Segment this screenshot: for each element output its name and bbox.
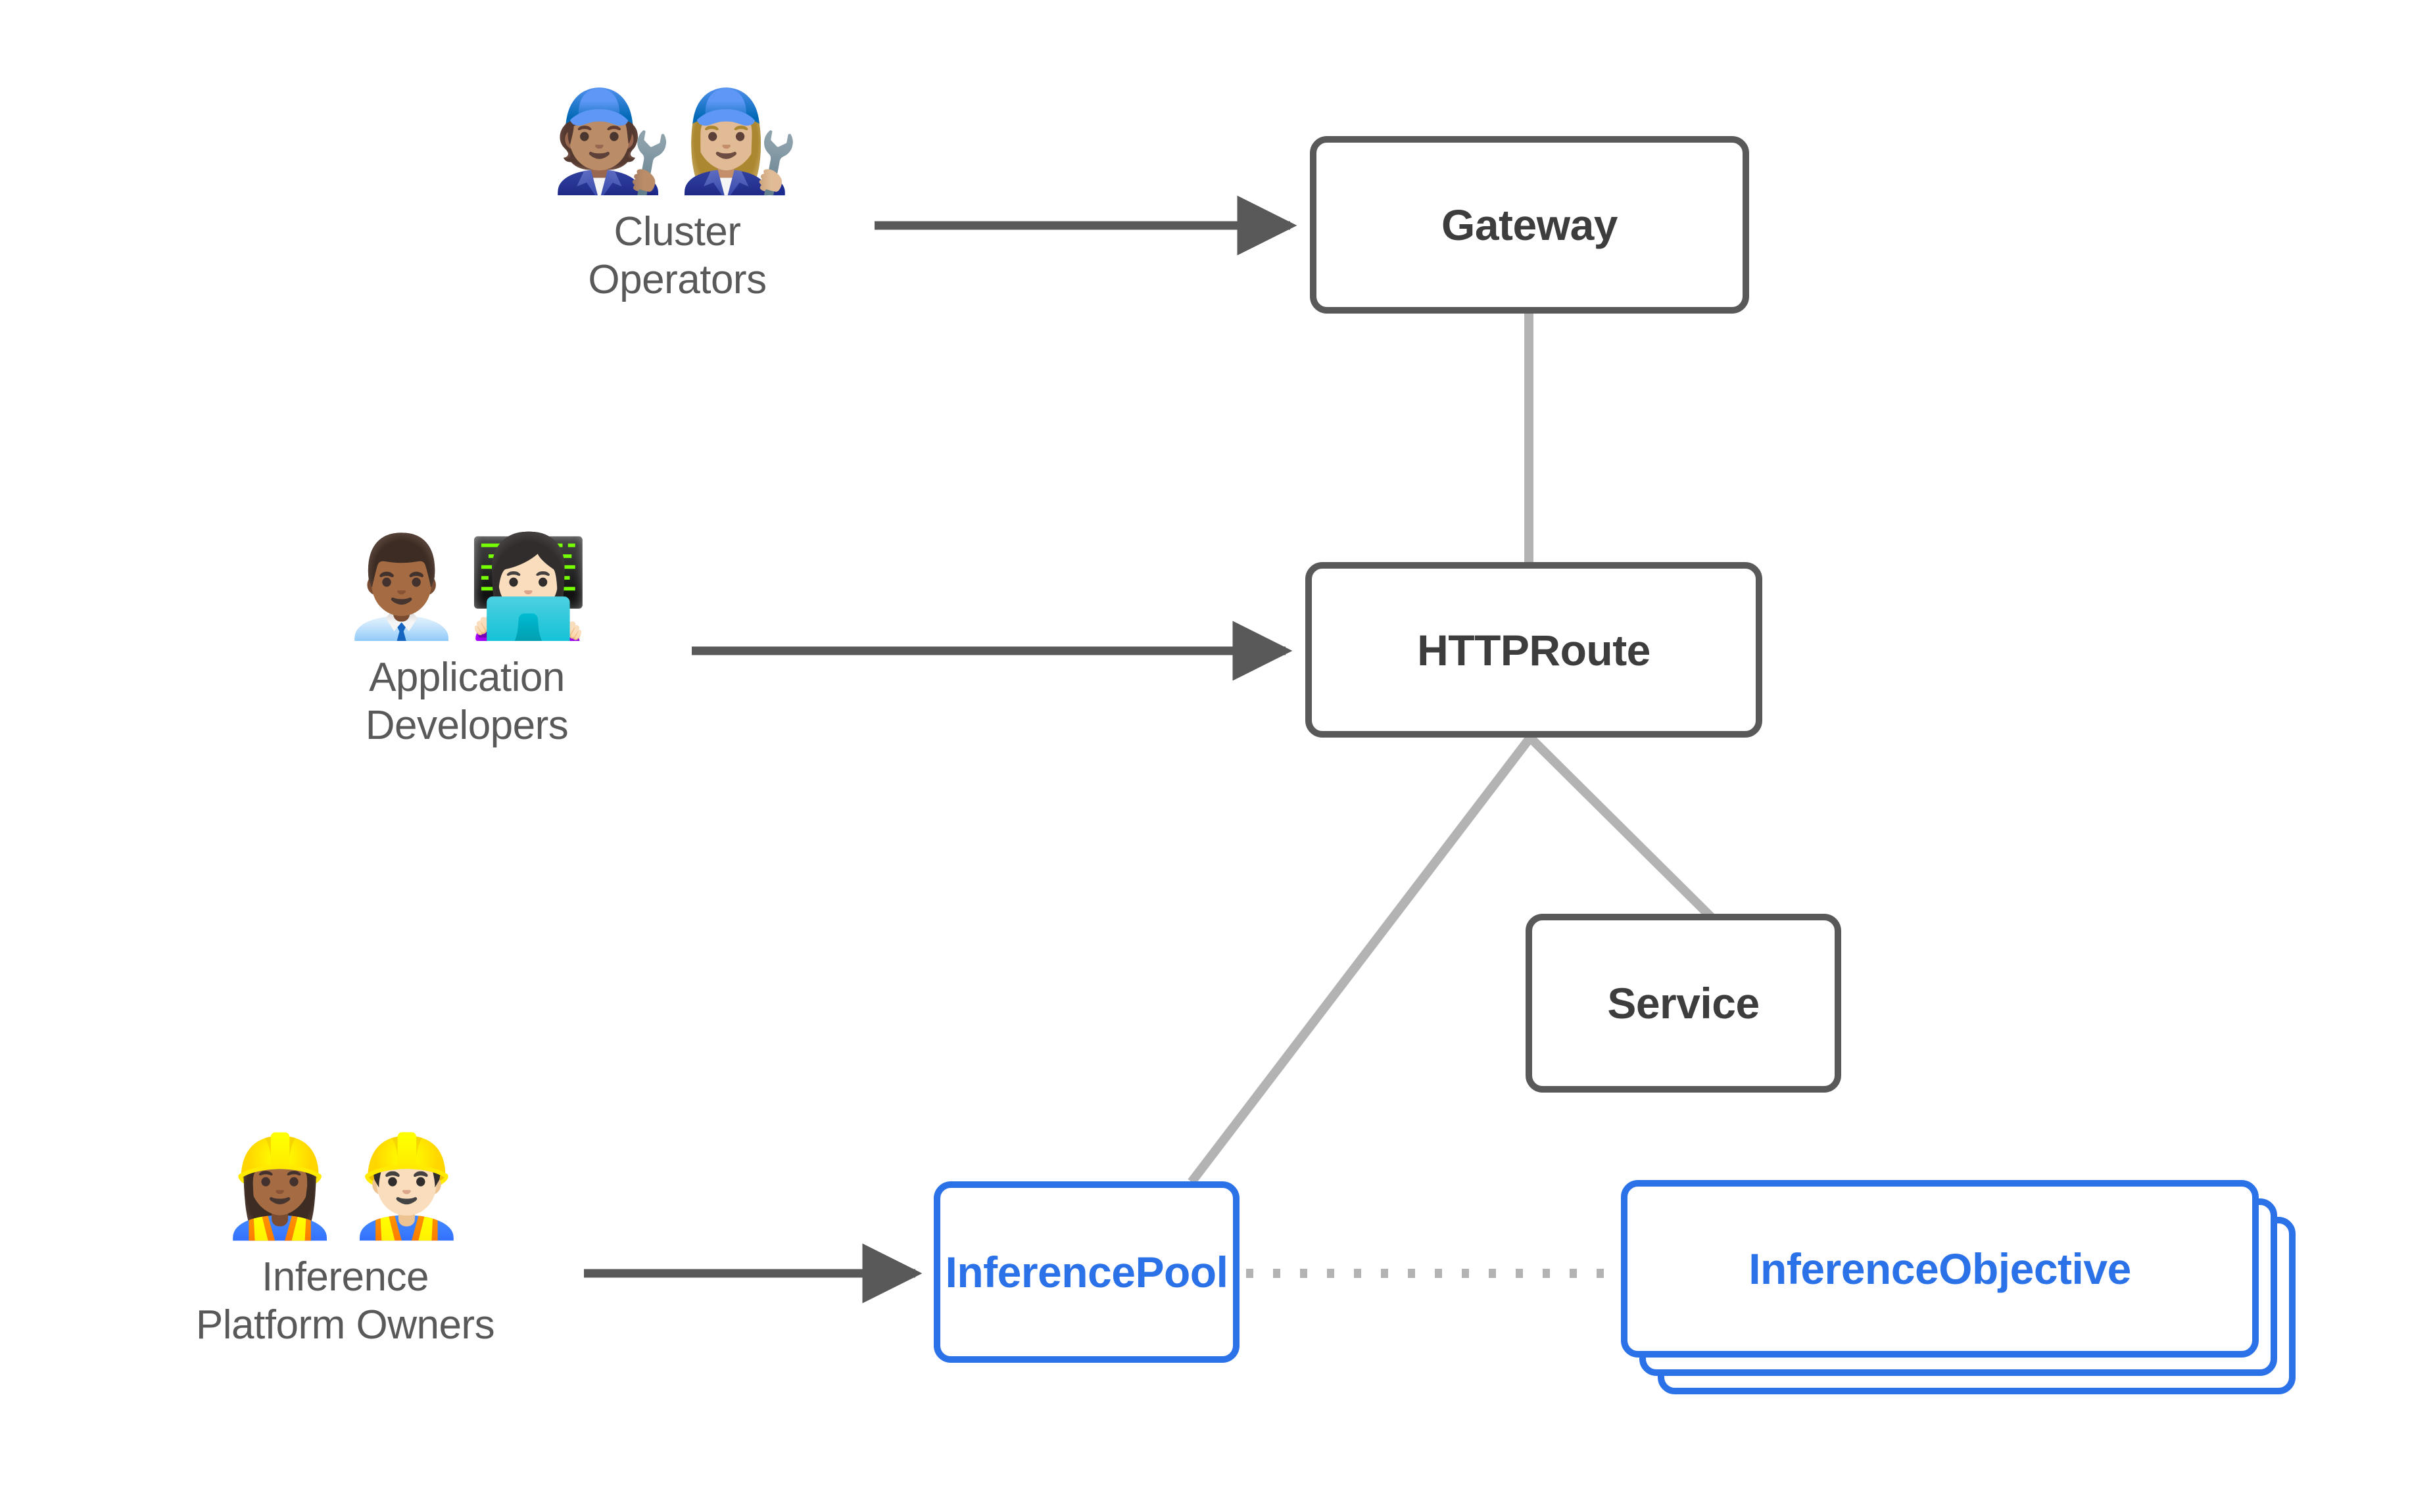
inference-platform-owners-label: Inference Platform Owners	[195, 1254, 495, 1348]
node-service[interactable]: Service	[1526, 914, 1841, 1093]
node-inferencepool[interactable]: InferencePool	[934, 1181, 1240, 1363]
edge-httproute-to-inferencepool	[1188, 734, 1534, 1185]
cluster-operators-label: Cluster Operators	[588, 209, 767, 303]
node-inferenceobjective-label: InferenceObjective	[1748, 1244, 2131, 1293]
node-gateway[interactable]: Gateway	[1310, 136, 1749, 314]
node-service-label: Service	[1607, 979, 1760, 1028]
actor-cluster-operators: 🧑🏽‍🔧👩🏼‍🔧 Cluster Operators	[546, 92, 809, 304]
node-inferencepool-label: InferencePool	[945, 1248, 1228, 1296]
application-developers-emoji: 👨🏾‍💼👩🏻‍💻	[340, 530, 594, 644]
node-httproute-label: HTTPRoute	[1417, 625, 1650, 674]
actor-inference-platform-owners: 👷🏾‍♀️👷🏻‍♂️ Inference Platform Owners	[141, 1137, 549, 1349]
inference-platform-owners-emoji: 👷🏾‍♀️👷🏻‍♂️	[218, 1129, 472, 1244]
node-gateway-label: Gateway	[1441, 201, 1618, 249]
node-inferenceobjective-stack[interactable]: InferenceObjective	[1621, 1180, 2298, 1397]
actor-application-developers: 👨🏾‍💼👩🏻‍💻 Application Developers	[316, 538, 618, 749]
node-inferenceobjective[interactable]: InferenceObjective	[1621, 1180, 2259, 1358]
cluster-operators-emoji: 🧑🏽‍🔧👩🏼‍🔧	[550, 84, 804, 199]
node-httproute[interactable]: HTTPRoute	[1305, 562, 1762, 738]
application-developers-label: Application Developers	[365, 655, 569, 749]
